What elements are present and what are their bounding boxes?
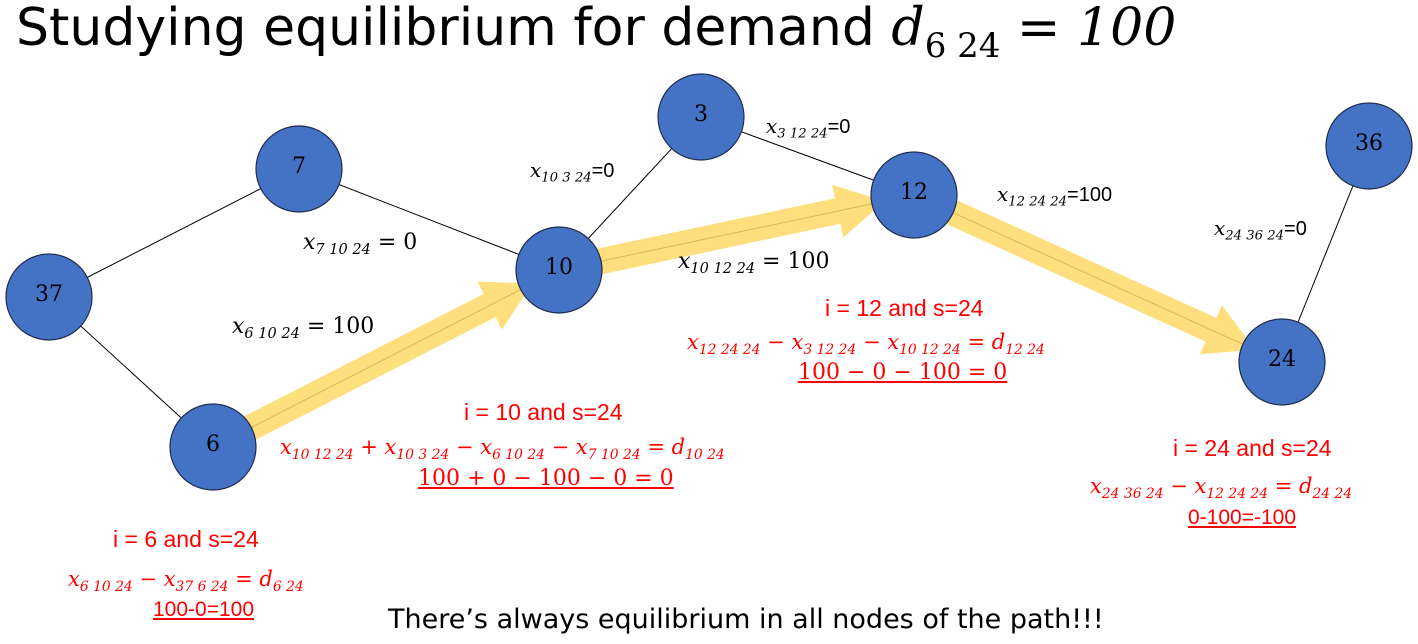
node-12-header: i = 12 and s=24: [825, 295, 984, 321]
node-10-result: 100 + 0 − 100 − 0 = 0: [418, 466, 674, 491]
edge-label-10-3: x10 3 24=0: [530, 158, 615, 186]
node-label-12: 12: [900, 180, 928, 205]
node-6-header: i = 6 and s=24: [113, 526, 259, 552]
node-label-6: 6: [206, 432, 220, 457]
node-24-equation: x24 36 24 − x12 24 24 = d24 24: [1090, 474, 1353, 502]
node-layer: 37 7 6 10 3 12 36 24: [5, 73, 1413, 491]
node-6-equation: x6 10 24 − x37 6 24 = d6 24: [68, 567, 304, 595]
node-37: 37: [5, 253, 93, 341]
edge-label-7-10: x7 10 24 = 0: [303, 230, 418, 259]
node-label-7: 7: [292, 154, 306, 179]
node-label-24: 24: [1268, 347, 1296, 372]
edge-layer: [48, 116, 1370, 448]
edge-37-7: [48, 168, 300, 298]
edge-label-24-36: x24 36 24=0: [1214, 216, 1307, 244]
node-10-equation: x10 12 24 + x10 3 24 − x6 10 24 − x7 10 …: [280, 435, 725, 463]
node-label-36: 36: [1355, 131, 1383, 156]
node-10-header: i = 10 and s=24: [464, 399, 623, 425]
node-circle-3: [657, 73, 745, 161]
path-arrows: [238, 184, 1255, 443]
node-label-10: 10: [545, 255, 573, 280]
edge-7-10: [298, 168, 560, 271]
path-arrow-6-10: [238, 281, 533, 443]
node-circle-7: [255, 125, 343, 213]
node-6: 6: [169, 403, 257, 491]
node-24-result: 0-100=-100: [1188, 506, 1297, 529]
node-12-equation: x12 24 24 − x3 12 24 − x10 12 24 = d12 2…: [687, 330, 1045, 358]
node-24-header: i = 24 and s=24: [1173, 435, 1332, 461]
node-3: 3: [657, 73, 745, 161]
node-6-result: 100-0=100: [153, 598, 255, 621]
path-arrow-10-12: [590, 184, 885, 276]
node-circle-24: [1238, 318, 1326, 406]
node-circle-37: [5, 253, 93, 341]
footer-note: There’s always equilibrium in all nodes …: [388, 604, 1104, 635]
edge-label-12-24: x12 24 24=100: [997, 182, 1113, 210]
node-24: 24: [1238, 318, 1326, 406]
node-12-result: 100 − 0 − 100 = 0: [798, 360, 1008, 385]
node-circle-12: [870, 151, 958, 239]
node-circle-36: [1325, 102, 1413, 190]
path-arrow-12-24: [940, 197, 1255, 355]
node-circle-10: [515, 226, 603, 314]
edge-label-3-12: x3 12 24=0: [766, 114, 851, 142]
node-36: 36: [1325, 102, 1413, 190]
node-10: 10: [515, 226, 603, 314]
node-7: 7: [255, 125, 343, 213]
page-title: Studying equilibrium for demand d6 24 = …: [16, 0, 1177, 66]
edge-label-6-10: x6 10 24 = 100: [232, 314, 375, 343]
node-circle-6: [169, 403, 257, 491]
node-label-3: 3: [694, 102, 708, 127]
edge-label-10-12: x10 12 24 = 100: [678, 249, 830, 278]
node-label-37: 37: [35, 282, 63, 307]
node-12: 12: [870, 151, 958, 239]
